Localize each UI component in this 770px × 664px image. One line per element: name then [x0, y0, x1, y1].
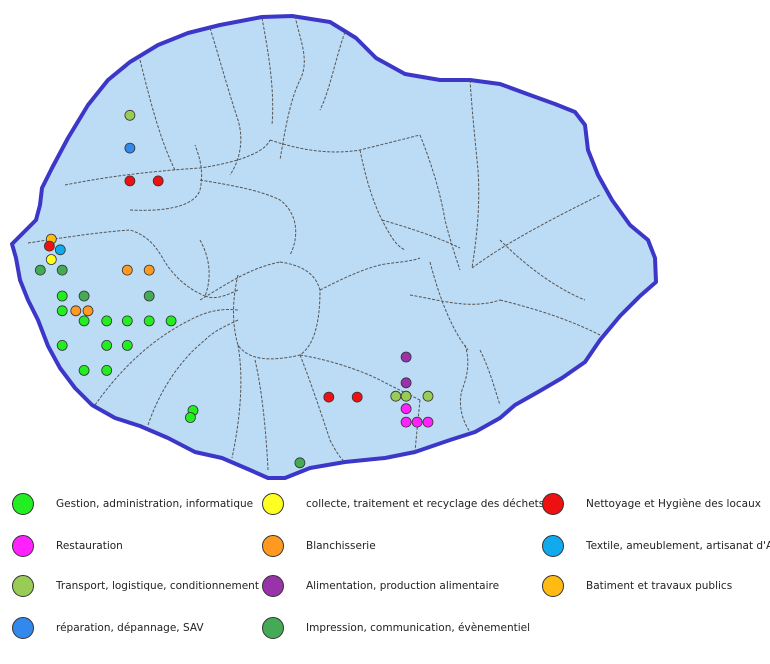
marker-transport-37[interactable]	[422, 390, 434, 402]
legend-swatch-reparation	[12, 617, 34, 639]
marker-blanchisserie-10[interactable]	[121, 264, 133, 276]
commune-borders	[27, 15, 601, 471]
marker-gestion-18[interactable]	[78, 315, 90, 327]
marker-blanchisserie-15[interactable]	[70, 305, 82, 317]
legend-item-blanchisserie: Blanchisserie	[262, 533, 376, 559]
marker-restauration-40[interactable]	[411, 416, 423, 428]
legend-label-batiment: Batiment et travaux publics	[586, 580, 733, 592]
markers-layer	[34, 109, 434, 469]
marker-impression-8[interactable]	[34, 264, 46, 276]
marker-gestion-24[interactable]	[101, 339, 113, 351]
legend-item-reparation: réparation, dépannage, SAV	[12, 615, 204, 641]
marker-restauration-39[interactable]	[400, 416, 412, 428]
marker-nettoyage-2[interactable]	[124, 175, 136, 187]
legend-swatch-gestion	[12, 493, 34, 515]
marker-blanchisserie-11[interactable]	[143, 264, 155, 276]
marker-impression-9[interactable]	[56, 264, 68, 276]
marker-dechets-7[interactable]	[45, 254, 57, 265]
legend-swatch-dechets	[262, 493, 284, 515]
marker-blanchisserie-16[interactable]	[82, 305, 94, 317]
reunion-island-map	[10, 14, 658, 480]
marker-nettoyage-5[interactable]	[44, 240, 55, 252]
marker-textile-6[interactable]	[54, 244, 66, 256]
legend-label-nettoyage: Nettoyage et Hygiène des locaux	[586, 498, 761, 510]
marker-alimentation-33[interactable]	[400, 351, 412, 363]
legend-label-transport: Transport, logistique, conditionnement	[56, 580, 259, 592]
marker-nettoyage-31[interactable]	[323, 391, 335, 403]
legend-label-gestion: Gestion, administration, informatique	[56, 498, 254, 510]
marker-gestion-25[interactable]	[121, 339, 133, 351]
marker-gestion-20[interactable]	[121, 315, 133, 327]
legend-swatch-nettoyage	[542, 493, 564, 515]
legend-swatch-impression	[262, 617, 284, 639]
legend-item-impression: Impression, communication, évènementiel	[262, 615, 530, 641]
legend-label-dechets: collecte, traitement et recyclage des dé…	[306, 498, 545, 510]
marker-transport-35[interactable]	[390, 390, 402, 402]
marker-gestion-12[interactable]	[56, 290, 68, 302]
legend-label-impression: Impression, communication, évènementiel	[306, 622, 531, 634]
legend-item-transport: Transport, logistique, conditionnement	[12, 573, 259, 599]
island-layer	[10, 14, 658, 480]
marker-alimentation-34[interactable]	[400, 377, 412, 389]
marker-gestion-29[interactable]	[184, 412, 196, 423]
legend-swatch-textile	[542, 535, 564, 557]
marker-transport-36[interactable]	[400, 390, 412, 402]
legend-item-dechets: collecte, traitement et recyclage des dé…	[262, 491, 544, 517]
legend-label-alimentation: Alimentation, production alimentaire	[306, 580, 500, 592]
marker-nettoyage-32[interactable]	[351, 391, 363, 403]
legend-swatch-alimentation	[262, 575, 284, 597]
marker-gestion-22[interactable]	[165, 315, 177, 327]
marker-gestion-17[interactable]	[56, 305, 68, 317]
marker-impression-13[interactable]	[78, 290, 90, 302]
marker-gestion-19[interactable]	[101, 315, 113, 327]
marker-reparation-1[interactable]	[124, 142, 136, 154]
marker-gestion-23[interactable]	[56, 339, 68, 351]
marker-nettoyage-3[interactable]	[152, 175, 164, 187]
legend-swatch-transport	[12, 575, 34, 597]
marker-gestion-21[interactable]	[143, 315, 155, 327]
marker-restauration-41[interactable]	[422, 416, 434, 428]
legend-label-restauration: Restauration	[56, 540, 123, 552]
legend-label-blanchisserie: Blanchisserie	[306, 540, 376, 552]
marker-impression-30[interactable]	[294, 457, 306, 469]
legend-item-gestion: Gestion, administration, informatique	[12, 491, 253, 517]
marker-transport-0[interactable]	[124, 109, 136, 121]
legend-item-nettoyage: Nettoyage et Hygiène des locaux	[542, 491, 761, 517]
marker-restauration-38[interactable]	[400, 403, 412, 415]
legend-item-textile: Textile, ameublement, artisanat d'Art	[542, 533, 770, 559]
legend-swatch-restauration	[12, 535, 34, 557]
legend-swatch-batiment	[542, 575, 564, 597]
legend-item-alimentation: Alimentation, production alimentaire	[262, 573, 499, 599]
marker-gestion-27[interactable]	[101, 364, 113, 376]
legend-label-textile: Textile, ameublement, artisanat d'Art	[586, 540, 770, 552]
legend-item-batiment: Batiment et travaux publics	[542, 573, 732, 599]
island-landmass	[10, 14, 658, 480]
marker-gestion-26[interactable]	[78, 364, 90, 376]
legend-label-reparation: réparation, dépannage, SAV	[56, 622, 204, 634]
marker-impression-14[interactable]	[143, 290, 155, 302]
map-legend: Gestion, administration, informatique col…	[0, 490, 770, 664]
legend-swatch-blanchisserie	[262, 535, 284, 557]
legend-item-restauration: Restauration	[12, 533, 123, 559]
